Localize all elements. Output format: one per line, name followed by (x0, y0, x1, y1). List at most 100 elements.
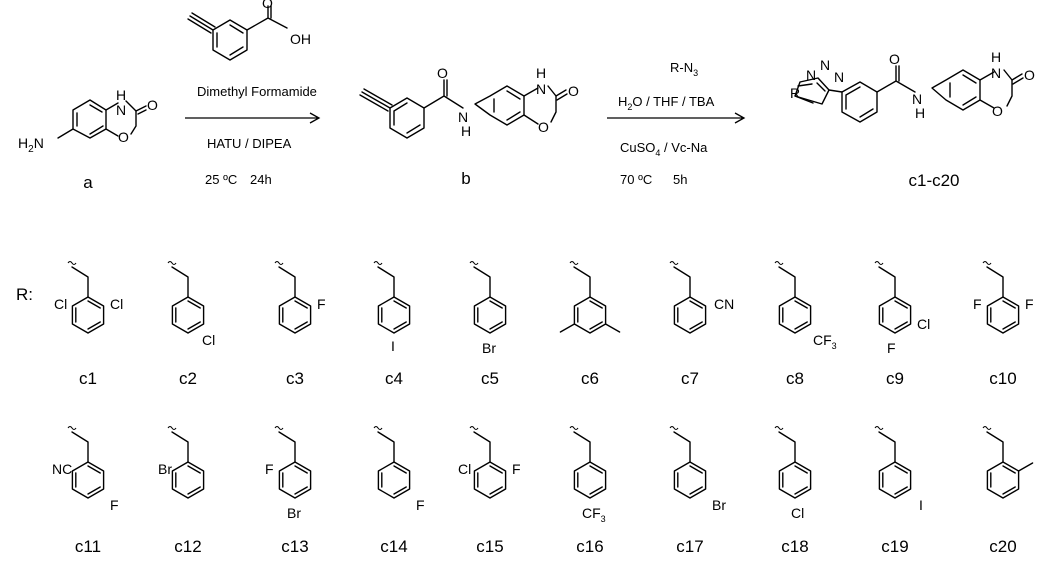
compound-b-label: b (461, 169, 470, 188)
methylene-linker (778, 266, 796, 298)
step2-solvent: H2O / THF / TBA (618, 94, 715, 112)
step2-time: 5h (673, 172, 687, 187)
ring-double-bond (489, 465, 503, 474)
substituent-label: c15 (476, 537, 503, 556)
benzene-ring (878, 461, 912, 499)
atom-label: O (568, 83, 579, 99)
ring-double-bond (689, 486, 703, 495)
atom-label: N (458, 109, 468, 125)
ring-double-bond (794, 465, 808, 474)
methylene-linker (71, 266, 89, 298)
ring-double-bond (689, 300, 703, 309)
substituent-group-label: Cl (202, 332, 215, 348)
substituent-c6: c6 (559, 260, 621, 388)
ring-double-bond (393, 486, 407, 495)
benzene-ring (573, 461, 607, 499)
substituent-group-label: Cl (458, 461, 471, 477)
substituent-group-label: I (391, 338, 395, 354)
methylene-linker (278, 266, 296, 298)
benzene-ring (778, 461, 812, 499)
substituent-group-label: NC (52, 461, 72, 477)
substituent-label: c7 (681, 369, 699, 388)
substituent-label: c1 (79, 369, 97, 388)
substituent-group-label: Br (287, 505, 301, 521)
attachment-wavy-bond (774, 425, 784, 431)
methylene-linker (171, 266, 189, 298)
benzene-ring (673, 461, 707, 499)
atom-label: H (116, 87, 126, 103)
ring-double-bond (489, 321, 503, 330)
substituent-group-label: F (265, 461, 274, 477)
step1-coupling: HATU / DIPEA (207, 136, 292, 151)
substituent-group-label: Br (158, 461, 172, 477)
compound-b-structure: O N H H N O O b (359, 65, 579, 188)
ring-double-bond (894, 465, 908, 474)
ring-double-bond (294, 465, 308, 474)
substituent-c3: Fc3 (274, 260, 326, 388)
attachment-wavy-bond (373, 260, 383, 266)
substituent-label: c18 (781, 537, 808, 556)
atom-label: H (461, 123, 471, 139)
substituent-c4: Ic4 (373, 260, 411, 388)
attachment-wavy-bond (469, 425, 479, 431)
ring-double-bond (489, 300, 503, 309)
benzene-ring (171, 296, 205, 334)
atom-label: O (262, 0, 273, 11)
methylene-linker (986, 431, 1004, 463)
benzene-ring (377, 461, 411, 499)
ring-double-bond (87, 465, 101, 474)
attachment-wavy-bond (569, 425, 579, 431)
substituent-group-label: CF3 (582, 505, 606, 524)
substituent-label: c17 (676, 537, 703, 556)
ring-double-bond (689, 465, 703, 474)
step2-catalyst: CuSO4 / Vc-Na (620, 140, 708, 158)
atom-label: O (1024, 67, 1035, 83)
substituent-label: c19 (881, 537, 908, 556)
atom-label: O (118, 129, 129, 145)
substituent-group-label: Cl (54, 296, 67, 312)
attachment-wavy-bond (669, 425, 679, 431)
substituent-group-label: CF3 (813, 332, 837, 351)
attachment-wavy-bond (669, 260, 679, 266)
step1-temperature: 25 ºC (205, 172, 237, 187)
methylene-linker (278, 431, 296, 463)
methylene-linker (473, 266, 491, 298)
step2-arrow (607, 112, 746, 124)
benzene-ring (171, 461, 205, 499)
substituent-label: c3 (286, 369, 304, 388)
substituent-label: c16 (576, 537, 603, 556)
atom-label: OH (290, 31, 311, 47)
methylene-linker (71, 431, 89, 463)
attachment-wavy-bond (982, 260, 992, 266)
ring-double-bond (187, 321, 201, 330)
atom-label: N (820, 57, 830, 73)
attachment-wavy-bond (274, 425, 284, 431)
benzene-ring (778, 296, 812, 334)
benzene-ring (473, 296, 507, 334)
substituent-group-label: Cl (110, 296, 123, 312)
benzene-ring (473, 461, 507, 499)
step1-arrow (185, 112, 321, 124)
benzene-ring (377, 296, 411, 334)
substituent-group-label: F (973, 296, 982, 312)
substituent-group-label: F (317, 296, 326, 312)
benzene-ring (986, 461, 1020, 499)
ring-double-bond (1002, 321, 1016, 330)
ring-double-bond (1002, 465, 1016, 474)
substituent-group-label: F (512, 461, 521, 477)
atom-label: O (538, 119, 549, 135)
ring-double-bond (393, 300, 407, 309)
methylene-linker (673, 266, 691, 298)
substituent-group-label: Br (712, 497, 726, 513)
ring-double-bond (393, 465, 407, 474)
methylene-linker (171, 431, 189, 463)
methylene-linker (986, 266, 1004, 298)
substituent-label: c4 (385, 369, 403, 388)
substituent-label: c2 (179, 369, 197, 388)
